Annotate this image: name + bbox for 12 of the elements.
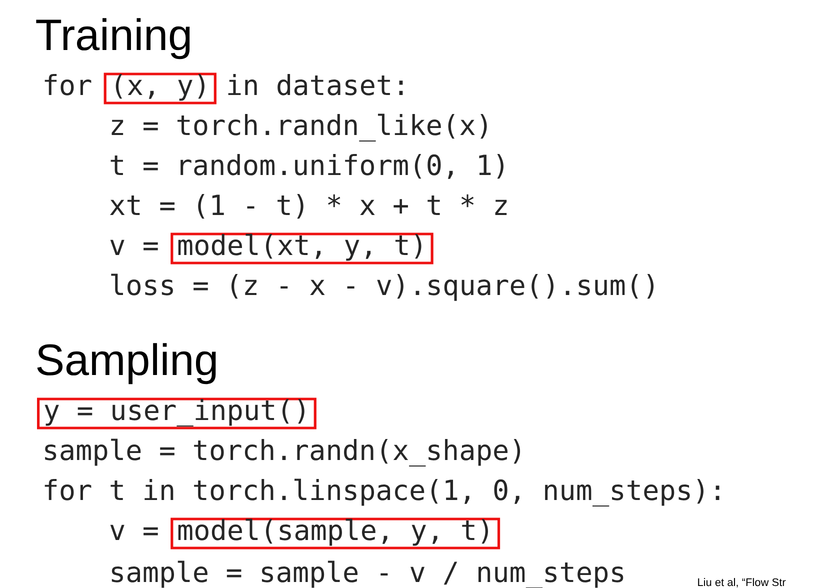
heading: Training [36, 18, 190, 60]
heading: Sampling [37, 343, 216, 384]
highlight-box: model(sample, y, t) [170, 518, 500, 550]
highlight-box: model(xt, y, t) [170, 232, 434, 264]
code-line: z = torch.randn_like(x) [112, 114, 487, 142]
highlight-box: y = user_input() [37, 398, 316, 430]
code-line: loss = (z - x - v).square().sum() [111, 274, 654, 301]
citation: Liu et al, “Flow Str [698, 578, 786, 588]
code-line: for t in torch.linspace(1, 0, num_steps): [44, 478, 720, 507]
code-line: t = random.uniform(0, 1) [110, 154, 504, 179]
highlight-box: (x, y) [104, 72, 216, 104]
code-line: sample = torch.randn(x_shape) [45, 438, 520, 467]
